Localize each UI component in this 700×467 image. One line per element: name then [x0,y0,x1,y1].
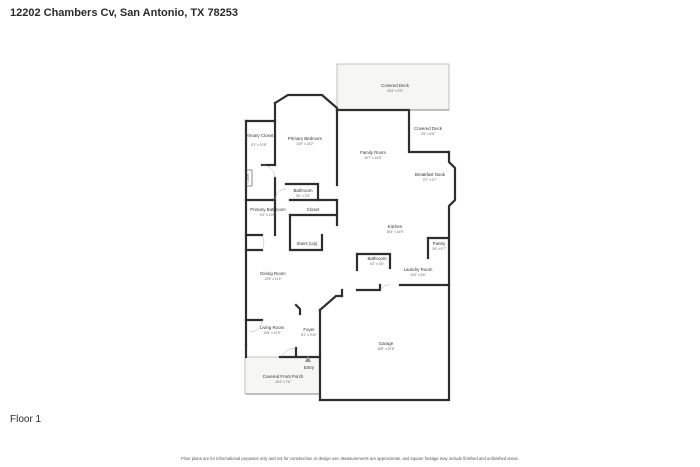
dim-family-room: 16'7" x 16'6" [364,156,381,160]
room-labels: Covered Deck 23'4" x 9'9" Covered Deck 4… [245,83,447,384]
label-garage: Garage [379,341,394,346]
dim-primary-bedroom: 13'9" x 16'2" [296,142,313,146]
label-covered-deck-small: Covered Deck [414,126,443,131]
dim-breakfast-nook: 9'7" x 9'7" [423,178,437,182]
dim-primary-closet: 5'1" x 10'8" [251,143,267,147]
dim-bathroom-a: 5'6" x 2'8" [296,194,310,198]
label-stairs: Stairs (Up) [297,241,319,246]
label-dining-room: Dining Room [260,271,286,276]
dim-bathroom-b: 6'2" x 3'6" [370,262,384,266]
dim-foyer: 6'1" x 9'10" [301,333,317,337]
label-kitchen: Kitchen [388,224,403,229]
label-closet-a: Closet [246,173,250,182]
exterior-walls [244,93,457,402]
property-address: 12202 Chambers Cv, San Antonio, TX 78253 [10,7,239,19]
covered-deck-area [336,63,450,111]
label-bathroom-b: Bathroom [367,256,386,261]
label-living-room: Living Room [260,325,285,330]
dim-kitchen: 15'4" x 16'9" [386,230,403,234]
label-laundry-room: Laundry Room [404,267,433,272]
label-bathroom-a: Bathroom [293,188,312,193]
entry-arrow-icon [305,356,311,362]
label-covered-front-porch: Covered Front Porch [263,374,304,379]
label-pantry: Pantry [433,241,446,246]
dim-pantry: 3'6" x 5'7" [432,247,446,251]
interior-walls [244,108,451,359]
label-foyer: Foyer [303,327,315,332]
label-closet-b: Closet [307,207,320,212]
disclaimer-text: Floor plans are for informational purpos… [181,456,519,461]
label-entry: Entry [304,365,315,370]
dim-primary-bathroom: 8'1" x 10'8" [260,213,276,217]
dim-covered-deck-main: 23'4" x 9'9" [387,89,403,93]
dim-laundry-room: 10'4" x 6'6" [410,273,426,277]
label-primary-bathroom: Primary Bathroom [250,207,286,212]
label-covered-deck-main: Covered Deck [381,83,410,88]
dim-garage: 18'9" x 22'8" [377,347,394,351]
label-breakfast-nook: Breakfast Nook [415,172,446,177]
floor-label: Floor 1 [10,414,42,425]
dim-dining-room: 10'6" x 11'4" [264,277,281,281]
dim-covered-deck-small: 4'5" x 6'6" [421,132,435,136]
label-primary-closet: Primary Closet [245,133,275,138]
label-primary-closet-text: Primary Closet [245,133,275,138]
dim-living-room: 10'6" x 10'9" [263,331,280,335]
label-primary-bedroom: Primary Bedroom [288,136,323,141]
dim-covered-front-porch: 15'4" x 7'6" [275,380,291,384]
label-family-room: Family Room [360,150,386,155]
